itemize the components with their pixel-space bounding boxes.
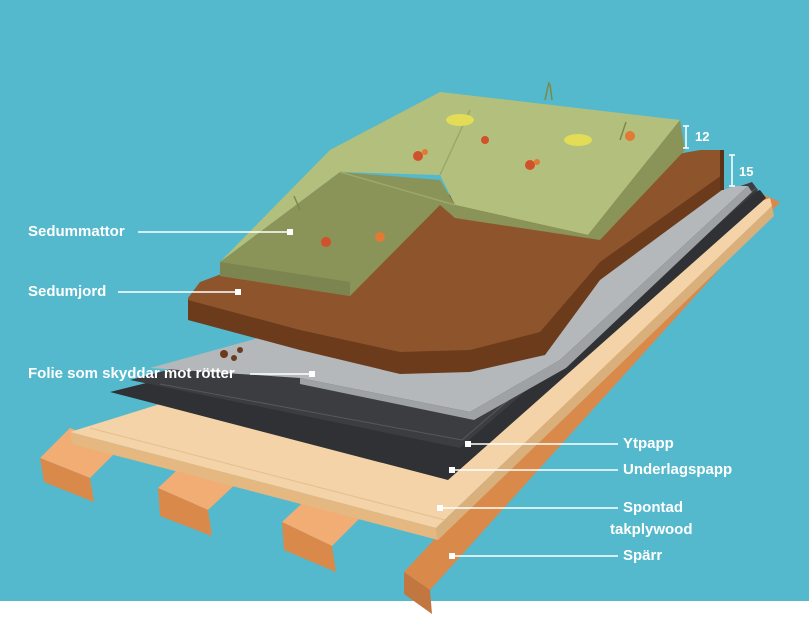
label-sedumjord: Sedumjord (28, 283, 107, 300)
rafter-3 (282, 494, 362, 572)
leader-dots (235, 229, 471, 559)
label-sedummattor: Sedummattor (28, 223, 125, 240)
label-root-film: Folie som skyddar mot rötter (28, 365, 235, 382)
leader-lines (118, 231, 618, 557)
sedum-mats (220, 81, 685, 296)
dimension-marker-sedum (683, 125, 689, 149)
label-takplywood: takplywood (610, 521, 693, 538)
label-sparr: Spärr (623, 547, 663, 564)
dimension-soil: 15 (739, 164, 754, 179)
dimension-sedum-mat: 12 (695, 129, 710, 144)
label-ytpapp: Ytpapp (623, 435, 674, 452)
dimension-marker-soil (729, 154, 735, 187)
label-underlagspapp: Underlagspapp (623, 461, 733, 478)
label-spontad: Spontad (623, 499, 683, 516)
